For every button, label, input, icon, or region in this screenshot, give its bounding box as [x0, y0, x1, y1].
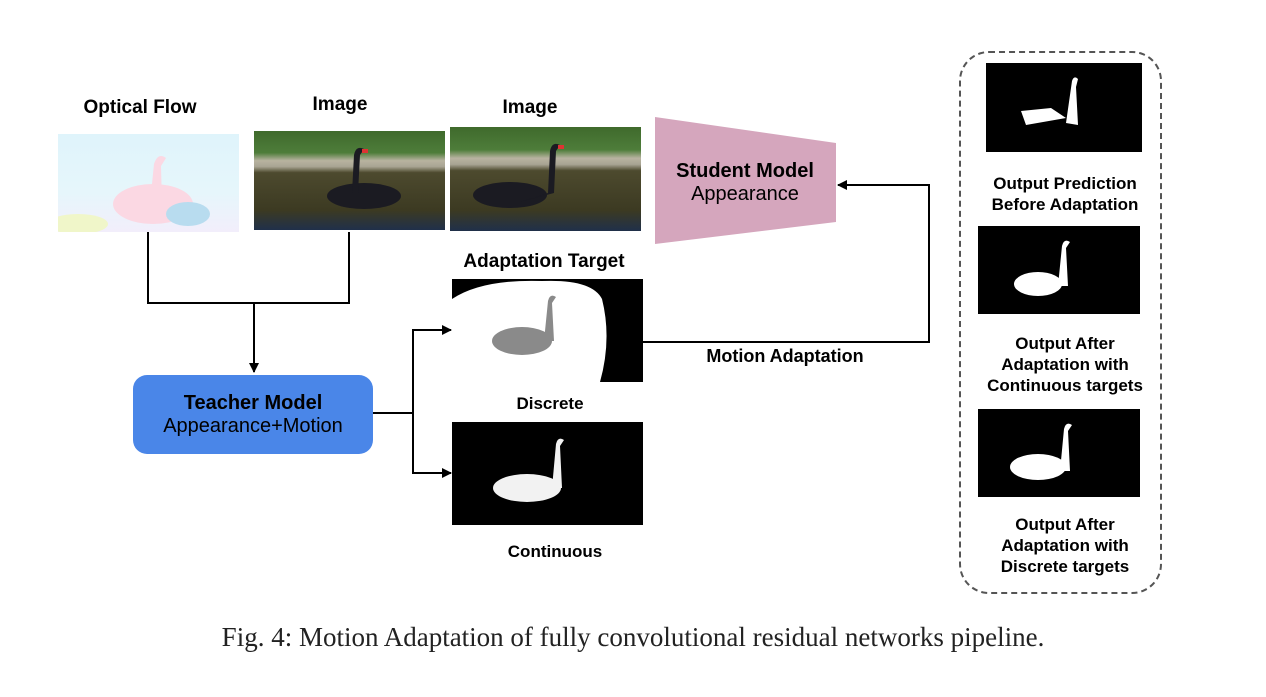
output-continuous-label: Output After Adaptation with Continuous …: [987, 334, 1143, 395]
teacher-model-title: Teacher Model: [183, 392, 323, 414]
optical-flow-label: Optical Flow: [83, 97, 197, 118]
image-label-1: Image: [312, 94, 368, 115]
output-before-image: [986, 63, 1142, 152]
motion-adaptation-label: Motion Adaptation: [706, 346, 864, 366]
student-model-title: Student Model: [676, 160, 814, 182]
image-label-2: Image: [502, 97, 558, 118]
student-model-shape: [655, 117, 836, 244]
arrow-motion-adaptation: [643, 180, 930, 343]
discrete-target-image: [452, 279, 643, 382]
swan-image-2: [450, 127, 641, 231]
teacher-model: Teacher Model Appearance+Motion: [133, 375, 373, 454]
output-discrete-image: [978, 409, 1140, 497]
arrow-to-discrete: [412, 325, 452, 471]
continuous-target-image: [452, 422, 643, 525]
discrete-label: Discrete: [516, 394, 584, 413]
output-continuous-image: [978, 226, 1140, 314]
adaptation-target-label: Adaptation Target: [463, 251, 625, 272]
optical-flow-image: [58, 134, 239, 232]
connector-flow-to-teacher: [147, 232, 350, 304]
swan-image-1: [254, 131, 445, 230]
output-discrete-label: Output After Adaptation with Discrete ta…: [1000, 515, 1130, 576]
output-before-label: Output Prediction Before Adaptation: [991, 174, 1139, 214]
figure-caption: Fig. 4: Motion Adaptation of fully convo…: [221, 622, 1045, 652]
teacher-model-subtitle: Appearance+Motion: [163, 415, 343, 437]
continuous-label: Continuous: [507, 542, 603, 561]
student-model-subtitle: Appearance: [691, 183, 799, 205]
student-model: Student Model Appearance: [655, 160, 835, 206]
outputs-panel: [959, 51, 1162, 594]
arrow-to-continuous: [412, 413, 452, 478]
